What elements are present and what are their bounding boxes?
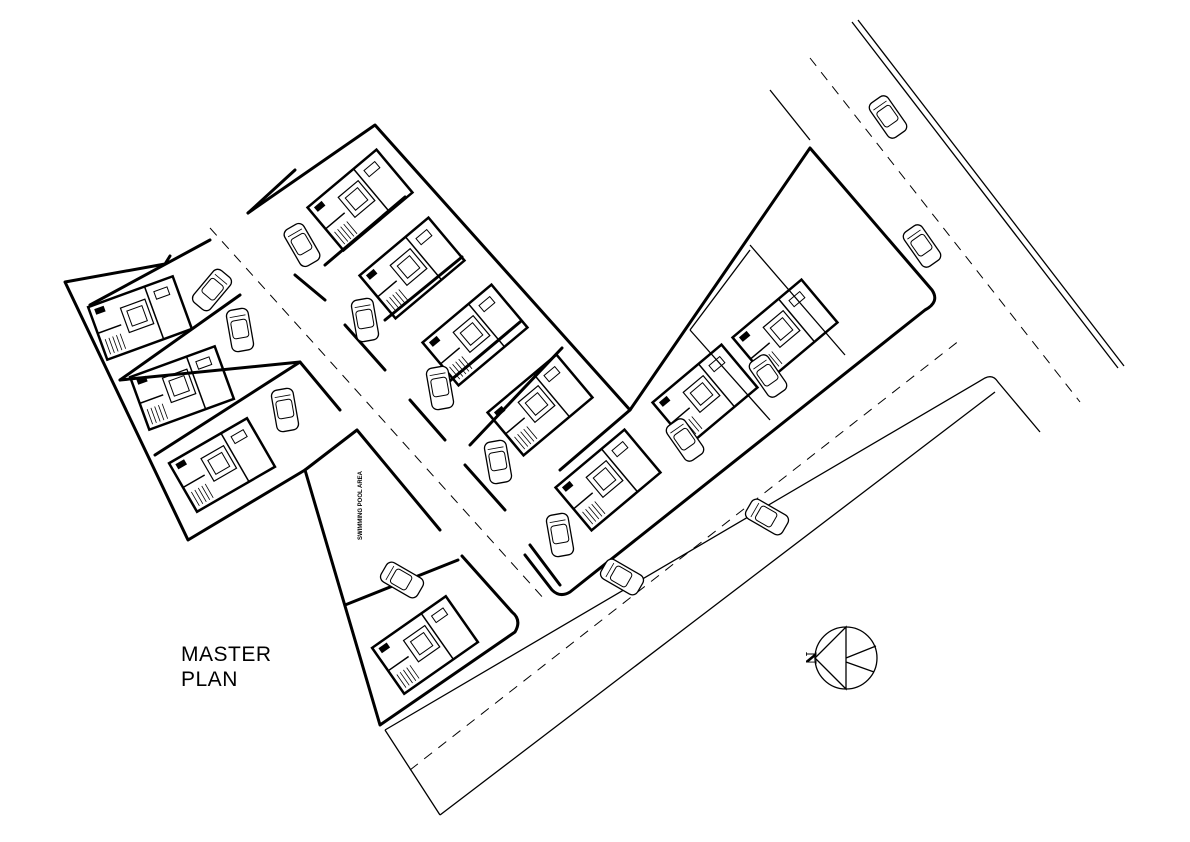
car-icon [665, 418, 705, 462]
roads [209, 19, 1125, 816]
house-unit [357, 215, 467, 321]
pool-area-label: SWIMMING POOL AREA [358, 470, 364, 540]
parked-cars [191, 95, 942, 599]
house-unit [730, 277, 840, 383]
north-label: N [802, 652, 818, 665]
car-icon [379, 561, 425, 599]
house-unit [305, 147, 415, 253]
house-unit [128, 344, 236, 432]
house-unit [167, 416, 277, 514]
title-line-1: MASTER [181, 643, 272, 666]
plot-boundaries [63, 123, 937, 727]
drawing-title: MASTER PLAN [181, 642, 272, 692]
car-icon [748, 354, 788, 398]
car-icon [902, 224, 942, 268]
house-unit [420, 282, 530, 388]
north-arrow: N [802, 625, 878, 691]
house-units [86, 147, 840, 696]
car-icon [599, 558, 645, 596]
house-unit [370, 594, 480, 696]
car-icon [283, 222, 321, 268]
car-icon [191, 268, 233, 312]
car-icon [270, 387, 300, 433]
car-icon [225, 307, 255, 353]
house-unit [86, 274, 194, 362]
house-unit [485, 352, 595, 458]
car-icon [744, 498, 790, 536]
car-icon [350, 297, 380, 343]
car-icon [483, 439, 513, 485]
title-line-2: PLAN [181, 668, 238, 691]
car-icon [868, 95, 908, 139]
car-icon [425, 365, 455, 411]
car-icon [545, 512, 575, 558]
house-unit [553, 427, 663, 533]
